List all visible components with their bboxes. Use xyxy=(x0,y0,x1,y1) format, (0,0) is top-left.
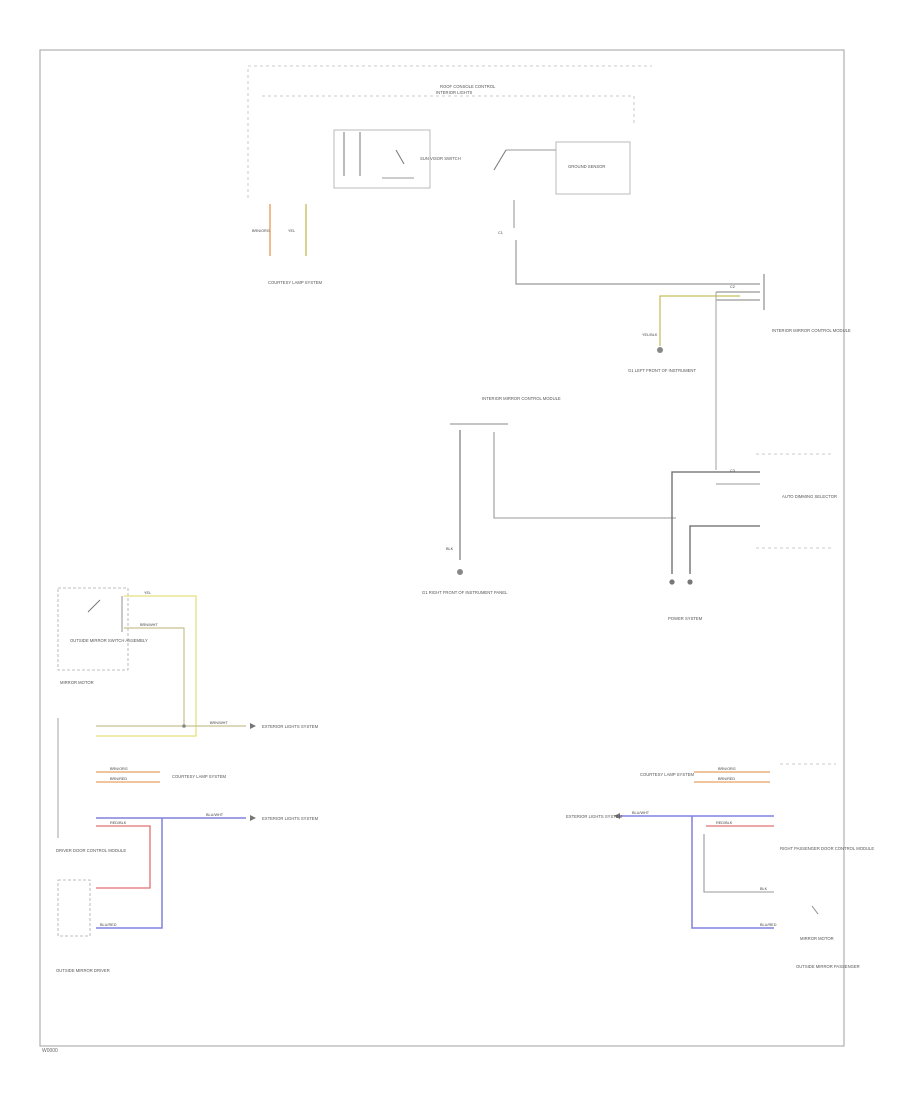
wire-label-brn-org-left: BRN/ORG xyxy=(110,767,128,771)
sv-switch-blade xyxy=(395,149,405,165)
exterior-lights-2-label: EXTERIOR LIGHTS SYSTEM xyxy=(262,816,319,821)
outside-mirror-switch-box xyxy=(57,587,129,671)
exterior-lights-1-label: EXTERIOR LIGHTS SYSTEM xyxy=(262,724,319,729)
courtesy-lamp-left-label: COURTESY LAMP SYSTEM xyxy=(172,774,226,779)
driver-door-module-group: BRN/WHT EXTERIOR LIGHTS SYSTEM BRN/ORG B… xyxy=(56,718,319,973)
wire-label-brn-wht-ext: BRN/WHT xyxy=(210,721,228,725)
wire-gray-trunk xyxy=(515,240,760,285)
ground-point-mid xyxy=(457,569,463,575)
wire-label-brn-org-right: BRN/ORG xyxy=(718,767,736,771)
arrow-ext-2 xyxy=(250,815,256,821)
wire-label-blu-wht-left: BLU/WHT xyxy=(206,813,224,817)
wire-label-yel-roof: YEL xyxy=(288,229,295,233)
wire-blu-loop-left xyxy=(96,818,163,929)
wire-label-c3: C3 xyxy=(730,469,735,473)
wire-label-red-blk-right: RED/BLK xyxy=(716,821,733,825)
interior-mirror-top-group: C2 INTERIOR MIRROR CONTROL MODULE YEL/BL… xyxy=(515,240,851,470)
sun-visor-switch-box xyxy=(333,129,431,189)
roof-console-inner-dashed xyxy=(262,95,635,126)
wire-label-red-blk-left: RED/BLK xyxy=(110,821,127,825)
wire-label-blu-wht-right: BLU/WHT xyxy=(632,811,650,815)
wire-label-blu-red-right: BLU/RED xyxy=(760,923,777,927)
left-front-ground-label: G1 LEFT FRONT OF INSTRUMENT xyxy=(628,368,696,373)
wire-label-brn-wht-left: BRN/WHT xyxy=(140,623,158,627)
wire-gray-right xyxy=(703,834,774,893)
ground-sensor-label: GROUND SENSOR xyxy=(568,164,605,169)
wire-label-brn-red-right: BRN/RED xyxy=(718,777,735,781)
arrow-ext-1 xyxy=(250,723,256,729)
mirror-motor-right-label: MIRROR MOTOR xyxy=(800,936,834,941)
oms-switch-blade xyxy=(87,599,101,613)
wire-gray-mid xyxy=(493,432,676,519)
diagram-code: W0000 xyxy=(42,1048,58,1054)
outside-mirror-switch-group: OUTSIDE MIRROR SWITCH ASSEMBLY MIRROR MO… xyxy=(57,587,197,737)
roof-console-label: ROOF CONSOLE CONTROL xyxy=(440,84,496,89)
exterior-lights-right-label: EXTERIOR LIGHTS SYSTEM xyxy=(566,814,623,819)
wire-label-yel-left: YEL xyxy=(144,591,151,595)
wire-label-c2: C2 xyxy=(730,285,735,289)
wire-blu-loop-right xyxy=(691,816,774,929)
passenger-door-module-group: BRN/ORG BRN/RED COURTESY LAMP SYSTEM BLU… xyxy=(566,763,874,969)
power-point-2 xyxy=(687,579,693,585)
pass-door-module-label: RIGHT PASSENGER DOOR CONTROL MODULE xyxy=(780,846,874,851)
wire-blk-power-2 xyxy=(689,525,760,574)
junction-ext xyxy=(182,724,186,728)
wire-brn-wht-left xyxy=(124,627,185,726)
wire-label-brn-red-left: BRN/RED xyxy=(110,777,127,781)
gs-switch-blade xyxy=(493,149,507,171)
ground-point-top xyxy=(657,347,663,353)
power-system-label: POWER SYSTEM xyxy=(668,616,703,621)
wire-yel-blk-top xyxy=(659,295,740,346)
wire-label-yel-blk: YEL/BLK xyxy=(642,333,658,337)
courtesy-lamp-right-label: COURTESY LAMP SYSTEM xyxy=(640,772,694,777)
driver-mirror-box xyxy=(57,879,91,937)
driver-door-module-label: DRIVER DOOR CONTROL MODULE xyxy=(56,848,126,853)
wire-label-c1: C1 xyxy=(498,231,503,235)
wire-blk-power xyxy=(671,471,760,574)
auto-dimming-label: AUTO DIMMING SELECTOR xyxy=(782,494,837,499)
diagram-border xyxy=(39,49,845,1047)
courtesy-lamp-roof-label: COURTESY LAMP SYSTEM xyxy=(268,280,322,285)
wire-red-left xyxy=(96,825,151,889)
roof-console-outer-dashed xyxy=(247,65,652,198)
wire-label-blk: BLK xyxy=(446,547,454,551)
outside-mirror-pass-label: OUTSIDE MIRROR PASSENGER xyxy=(796,964,860,969)
wire-label-brn-org-roof: BRN/ORG xyxy=(252,229,270,233)
ground-sensor-box xyxy=(555,141,631,195)
outside-mirror-driver-label: OUTSIDE MIRROR DRIVER xyxy=(56,968,110,973)
wire-yel-left xyxy=(96,595,197,737)
arrow-ext-right xyxy=(614,813,620,819)
roof-console-sub-label: INTERIOR LIGHTS xyxy=(436,90,473,95)
power-group: AUTO DIMMING SELECTOR C3 POWER SYSTEM xyxy=(668,453,837,621)
g1-right-front-label: G1 RIGHT FRONT OF INSTRUMENT PANEL xyxy=(422,590,508,595)
outside-mirror-switch-label: OUTSIDE MIRROR SWITCH ASSEMBLY xyxy=(70,638,148,643)
wire-label-blk-right: BLK xyxy=(760,887,768,891)
power-point-1 xyxy=(669,579,675,585)
interior-mirror-top-label: INTERIOR MIRROR CONTROL MODULE xyxy=(772,328,851,333)
wire-label-blu-red-left: BLU/RED xyxy=(100,923,117,927)
mirror-motor-label: MIRROR MOTOR xyxy=(60,680,94,685)
interior-mirror-mid-group: INTERIOR MIRROR CONTROL MODULE BLK G1 RI… xyxy=(422,396,676,595)
sun-visor-switch-label: SUN VISOR SWITCH xyxy=(420,156,461,161)
pass-mirror-symbol xyxy=(811,905,819,915)
roof-console-group: ROOF CONSOLE CONTROL INTERIOR LIGHTS SUN… xyxy=(247,65,652,285)
interior-mirror-mid-label: INTERIOR MIRROR CONTROL MODULE xyxy=(482,396,561,401)
